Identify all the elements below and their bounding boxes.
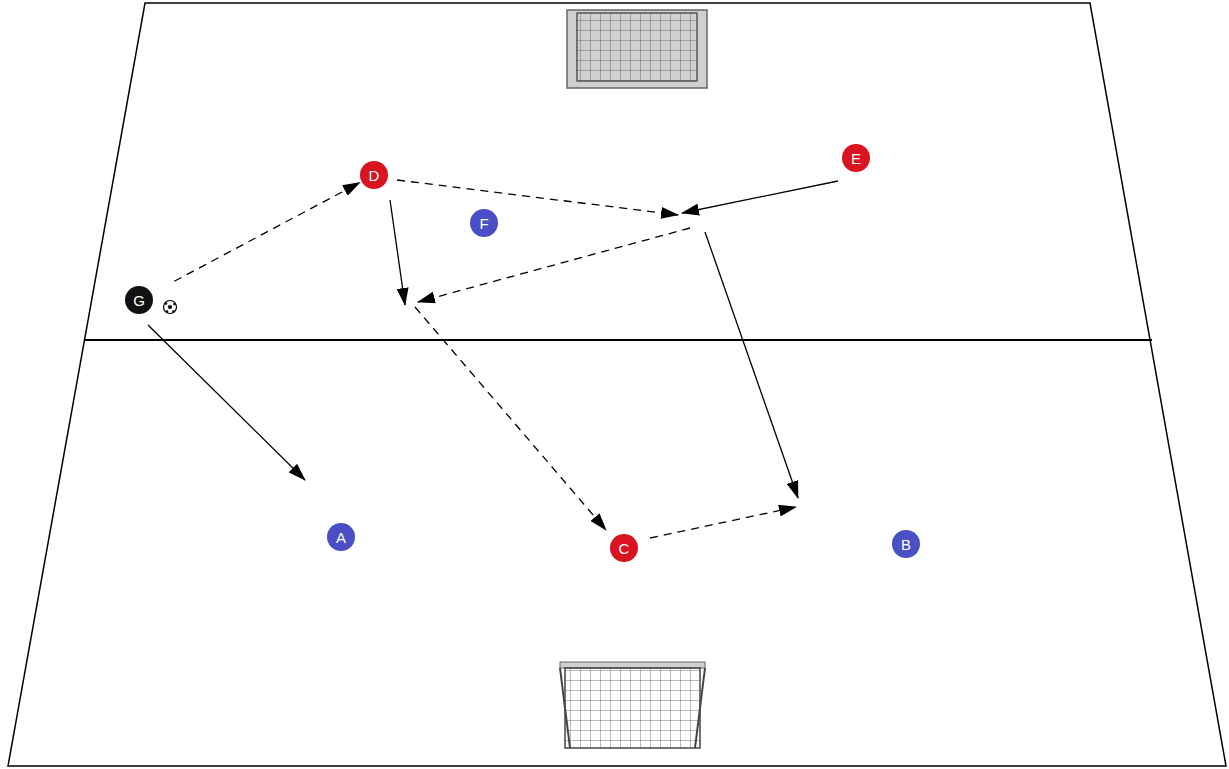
top-goal	[567, 10, 707, 88]
player-marker: G	[125, 286, 153, 314]
player-marker: E	[842, 144, 870, 172]
player-letter: F	[479, 216, 488, 231]
bottom-goal	[560, 662, 705, 748]
player-letter: A	[336, 530, 346, 545]
player-letter: B	[901, 537, 911, 552]
pitch-outline	[8, 3, 1226, 766]
player-marker: F	[470, 209, 498, 237]
player-letter: C	[619, 541, 630, 556]
movement-arrows	[148, 180, 838, 538]
pass-arrow	[174, 183, 360, 282]
player-marker: D	[360, 161, 388, 189]
player-marker: A	[327, 523, 355, 551]
player-letter: E	[851, 151, 861, 166]
soccer-ball	[164, 301, 177, 314]
player-letter: D	[369, 168, 380, 183]
player-marker: C	[610, 534, 638, 562]
player-marker: B	[892, 530, 920, 558]
player-letter: G	[133, 293, 145, 308]
halfway-line	[85, 339, 1152, 341]
